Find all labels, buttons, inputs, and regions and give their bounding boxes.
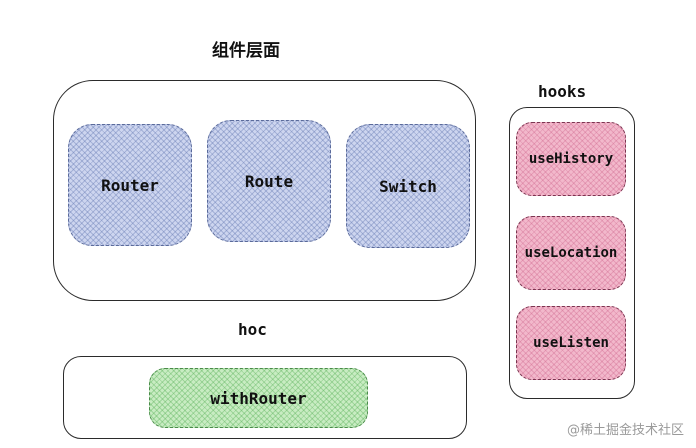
hooks-title: hooks [538,82,587,101]
with-router-hoc-node: withRouter [149,368,368,428]
switch-component-node: Switch [346,124,470,248]
use-history-hook-node: useHistory [516,122,626,196]
use-listen-hook-node: useListen [516,306,626,380]
use-location-hook-node: useLocation [516,216,626,290]
source-watermark: @稀土掘金技术社区 [566,423,684,438]
hoc-title: hoc [238,320,267,339]
router-component-node: Router [68,124,192,246]
route-component-node: Route [207,120,331,242]
components-title: 组件层面 [212,41,280,61]
